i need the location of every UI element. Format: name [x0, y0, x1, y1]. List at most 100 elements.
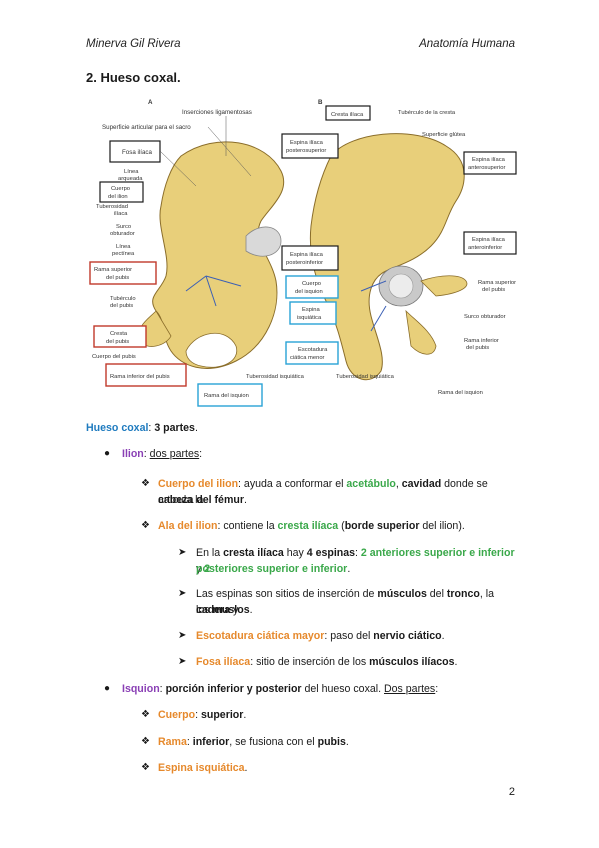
label-tuberculo-cresta: Tubérculo de la cresta — [398, 110, 456, 116]
text: cadera — [196, 604, 231, 616]
text: Dos partes — [384, 683, 436, 695]
label-superficie-glutea: Superficie glútea — [422, 132, 466, 138]
line-espinas-2: posteriores superior e inferior. — [196, 561, 350, 577]
text: muslos — [212, 604, 250, 616]
diamond-star-icon: ❖ — [141, 520, 150, 531]
text: 2 — [204, 563, 211, 575]
label-tuberculo-pubis-1: Tubérculo — [110, 296, 136, 302]
label-rama-sup-b-1: Rama superior — [478, 280, 516, 286]
term-hueso-coxal: Hueso coxal — [86, 422, 149, 434]
label-espina-ps-1: Espina ilíaca — [290, 140, 324, 146]
text: inferior — [192, 736, 230, 748]
text: : contiene la — [217, 520, 278, 532]
text: tronco — [446, 588, 480, 600]
text: cavidad — [401, 478, 442, 490]
label-rama-isquion: Rama del isquion — [204, 393, 249, 399]
hip-bone-figure: A B Inserciones ligamentosas Superficie … — [86, 96, 526, 408]
line-cuerpo: Cuerpo: superior. — [158, 707, 246, 723]
diamond-star-icon: ❖ — [141, 478, 150, 489]
label-espina-ai-2: anteroinferior — [468, 245, 502, 251]
line-escotadura: Escotadura ciática mayor: paso del nervi… — [196, 628, 445, 644]
box-espina-isquiatica — [289, 301, 337, 325]
header-author: Minerva Gil Rivera — [86, 38, 181, 50]
line-ilion: Ilion: dos partes: — [122, 446, 202, 462]
text: 2 anteriores superior e inferior — [360, 547, 515, 559]
text: , se fusiona con el — [229, 736, 318, 748]
box-cuerpo-ilion — [99, 181, 144, 203]
header-subject: Anatomía Humana — [419, 38, 515, 50]
text: : — [159, 683, 166, 695]
text: , — [395, 478, 402, 490]
label-linea-pectinea-1: Línea — [116, 244, 131, 250]
text: : — [186, 736, 193, 748]
box-fosa-iliaca — [109, 140, 161, 163]
label-fosa-iliaca: Fosa ilíaca — [122, 149, 152, 156]
text: y — [230, 604, 239, 616]
text: cresta ilíaca — [223, 547, 284, 559]
text: En la — [196, 547, 224, 559]
line-fosa-iliaca: Fosa ilíaca: sitio de inserción de los m… — [196, 654, 457, 670]
text: hay — [283, 547, 307, 559]
label-linea-arqueada-1: Línea — [124, 169, 139, 175]
label-cresta-pubis-2: del pubis — [106, 339, 129, 345]
text: pubis — [317, 736, 346, 748]
term-cuerpo: Cuerpo — [158, 709, 196, 721]
text: . — [194, 422, 198, 434]
section-title: 2. Hueso coxal. — [86, 70, 181, 85]
text: 3 partes — [154, 422, 195, 434]
line-insercion: Las espinas son sitios de inserción de m… — [196, 586, 518, 618]
label-surco-obturador-2: obturador — [110, 231, 135, 237]
line-rama: Rama: inferior, se fusiona con el pubis. — [158, 734, 349, 750]
diamond-star-icon: ❖ — [141, 762, 150, 773]
bone-medial — [152, 141, 285, 369]
label-escotadura-2: ciática menor — [290, 355, 325, 361]
label-linea-arqueada-2: arqueada — [118, 176, 143, 182]
box-cresta-iliaca — [325, 105, 371, 121]
line-insercion-2: los muslos. — [196, 602, 253, 618]
arrowhead-icon: ➤ — [178, 547, 187, 558]
text: ( — [338, 520, 345, 532]
label-tuberosidad-iliaca-2: ilíaca — [114, 211, 128, 217]
box-espina-posterosuperior — [281, 133, 339, 159]
text: 4 espinas — [306, 547, 356, 559]
box-espina-anteroinferior — [463, 231, 517, 255]
box-rama-superior — [89, 261, 157, 285]
text: del — [426, 588, 447, 600]
line-isquion: Isquion: porción inferior y posterior de… — [122, 681, 438, 697]
label-tuberosidad-isq-b: Tuberosidad isquiática — [336, 374, 395, 380]
text: cabeza del fémur — [158, 494, 244, 506]
arrowhead-icon: ➤ — [178, 656, 187, 667]
label-cuerpo-isquion-1: Cuerpo — [302, 281, 321, 287]
box-espina-anterosuperior — [463, 151, 517, 175]
text: : — [195, 709, 201, 721]
text: superior — [200, 709, 244, 721]
text: . — [249, 604, 253, 616]
term-acetabulo: acetábulo — [346, 478, 396, 490]
arrowhead-icon: ➤ — [178, 630, 187, 641]
box-cresta-pubis — [93, 325, 147, 348]
label-espina-pi-2: posteroinferior — [286, 260, 323, 266]
text: posteriores superior e inferior — [196, 563, 348, 575]
box-escotadura-ciatica — [285, 341, 339, 365]
text: del hueso coxal. — [301, 683, 384, 695]
label-espina-as-1: Espina ilíaca — [472, 157, 506, 163]
box-espina-posteroinferior — [281, 245, 339, 271]
text: : — [199, 448, 203, 460]
text: los — [196, 604, 213, 616]
bullet-icon: ● — [104, 683, 111, 694]
panel-b-letter: B — [318, 99, 323, 106]
text: : ayuda a conformar el — [238, 478, 347, 490]
label-cresta-pubis-1: Cresta — [110, 331, 128, 337]
label-tuberosidad-iliaca-1: Tuberosidad — [96, 204, 128, 210]
text: . — [441, 630, 445, 642]
text: músculos — [377, 588, 427, 600]
text: . — [454, 656, 458, 668]
text: . — [243, 709, 247, 721]
line-espina-isquiatica: Espina isquiática. — [158, 760, 248, 776]
label-espina-ai-1: Espina ilíaca — [472, 237, 506, 243]
label-espina-pi-1: Espina ilíaca — [290, 252, 324, 258]
text: Las espinas son sitios de inserción de — [196, 588, 378, 600]
label-espina-as-2: anterosuperior — [468, 165, 505, 171]
label-cuerpo-isquion-2: del isquion — [295, 289, 323, 295]
label-linea-pectinea-2: pectínea — [112, 251, 135, 257]
